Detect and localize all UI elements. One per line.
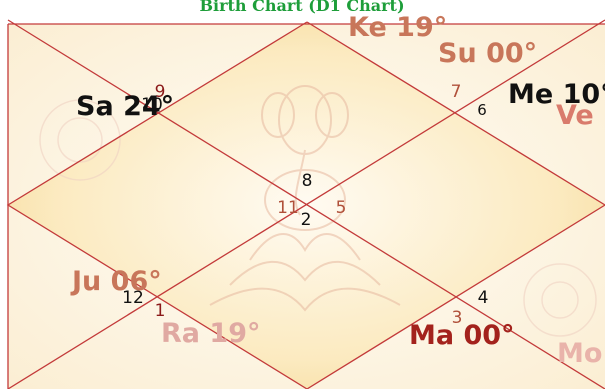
planet-mars: Ma 00° [409,320,515,351]
planet-moon: Mo [557,338,602,369]
house-number-7: 7 [451,82,462,102]
house-number-6: 6 [477,101,487,119]
house-number-11: 11 [277,198,299,218]
planet-jupiter: Ju 06° [70,266,162,297]
house-number-8: 8 [302,171,313,191]
planet-venus: Ve [556,100,594,131]
planet-rahu: Ra 19° [161,318,260,349]
planet-sun: Su 00° [438,38,537,69]
planet-saturn: Sa 24° [76,91,174,122]
planet-ketu: Ke 19° [348,12,447,43]
house-number-5: 5 [336,198,347,218]
house-number-2: 2 [301,210,312,230]
house-number-4: 4 [478,288,489,308]
